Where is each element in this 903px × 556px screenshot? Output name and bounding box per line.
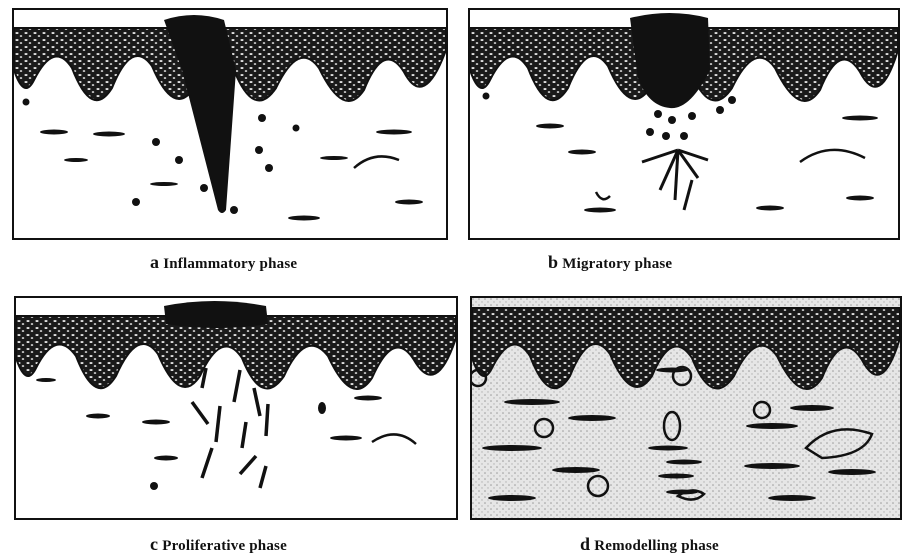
caption-migratory: bMigratory phase: [548, 252, 672, 273]
caption-letter: a: [150, 252, 159, 272]
caption-proliferative: cProliferative phase: [150, 534, 287, 555]
caption-text: Remodelling phase: [594, 538, 719, 554]
migrating-cells: [642, 150, 708, 210]
caption-text: Proliferative phase: [162, 538, 287, 554]
panel-proliferative: [14, 296, 458, 520]
migratory-illustration: [470, 10, 898, 238]
blood-cells: [23, 99, 300, 215]
panel-migratory: [468, 8, 900, 240]
caption-remodelling: dRemodelling phase: [580, 534, 719, 555]
caption-text: Migratory phase: [562, 256, 672, 272]
thin-scab: [164, 301, 268, 328]
caption-inflammatory: aInflammatory phase: [150, 252, 297, 273]
proliferative-illustration: [16, 298, 456, 518]
caption-letter: b: [548, 252, 558, 272]
inflammatory-illustration: [14, 10, 446, 238]
caption-letter: d: [580, 534, 590, 554]
granulation-cells: [192, 368, 268, 488]
panel-remodelling: [470, 296, 902, 520]
caption-text: Inflammatory phase: [163, 256, 297, 272]
panel-inflammatory: [12, 8, 448, 240]
caption-letter: c: [150, 534, 158, 554]
fibroblasts: [536, 116, 878, 213]
blood-cells: [483, 93, 737, 141]
fibroblasts: [40, 130, 423, 221]
fibroblasts: [36, 378, 416, 490]
remodelling-illustration: [472, 298, 900, 518]
